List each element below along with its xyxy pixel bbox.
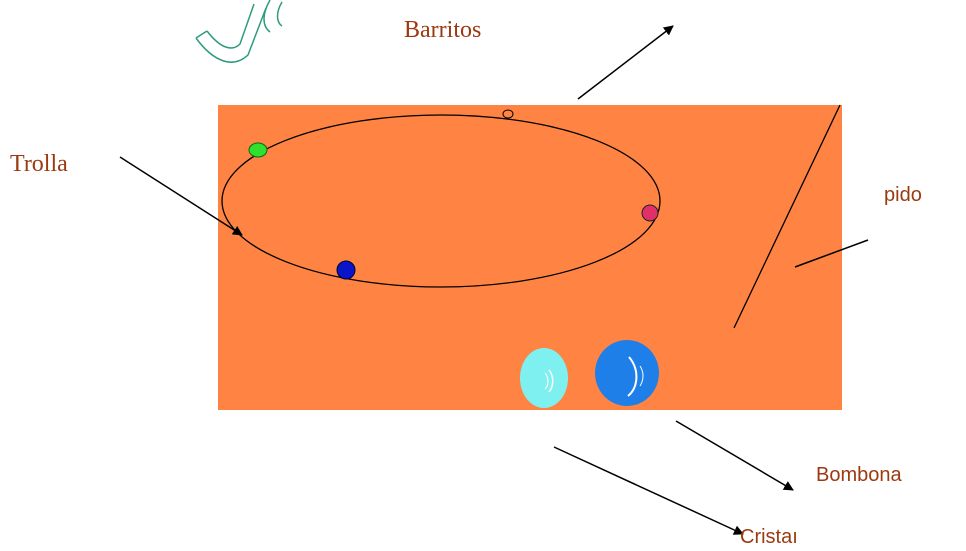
cristal-bubble — [520, 348, 568, 408]
oval-track — [221, 114, 661, 288]
watermark-icon — [195, 0, 283, 63]
cristal-arrow — [553, 446, 744, 535]
label-pido: pido — [884, 184, 922, 206]
label-bombona: Bombona — [816, 464, 902, 486]
bombona-arrow — [675, 420, 794, 491]
bombona-bubble — [595, 340, 659, 406]
small-marble — [502, 109, 514, 119]
label-trolla: Trolla — [10, 151, 68, 177]
green-marble — [248, 142, 268, 158]
barritos-arrow — [577, 25, 674, 100]
pido-line — [794, 239, 869, 268]
blue-marble — [336, 260, 356, 280]
pink-marble — [641, 204, 659, 222]
label-cristal: Cristaı — [740, 526, 798, 548]
label-barritos: Barritos — [404, 17, 481, 43]
diagonal-barrier — [733, 104, 841, 329]
trolla-arrow — [119, 156, 243, 236]
